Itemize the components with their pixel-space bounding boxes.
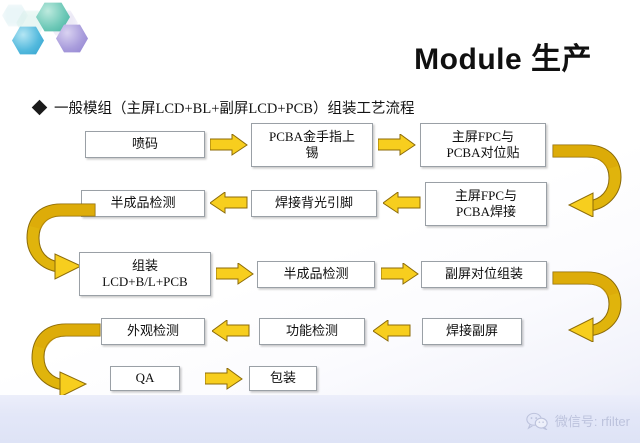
curve-left-2 [28, 318, 110, 398]
arrow-r4-2 [373, 320, 411, 342]
arrow-r5-1 [205, 368, 243, 390]
flow-box-function-inspect[interactable]: 功能检测 [259, 318, 365, 345]
arrow-r3-2 [381, 263, 419, 285]
flow-box-penma[interactable]: 喷码 [85, 131, 205, 158]
flow-box-packaging[interactable]: 包装 [249, 366, 317, 391]
flow-box-label: 包装 [269, 370, 296, 386]
subtitle-text: 一般模组（主屏LCD+BL+副屏LCD+PCB）组装工艺流程 [54, 101, 415, 117]
flow-box-label: 半成品检测 [110, 195, 176, 211]
curve-right-1 [543, 139, 625, 217]
arrow-r4-1 [212, 320, 250, 342]
slide-title: Module 生产 [414, 43, 592, 76]
flow-box-label: 焊接背光引脚 [274, 195, 353, 211]
flow-box-semi-inspect-1[interactable]: 半成品检测 [81, 190, 205, 217]
bottom-band [0, 395, 640, 443]
arrow-r1-1 [210, 134, 248, 156]
flow-box-label: 焊接副屏 [445, 323, 498, 339]
flow-box-pcba-gold-finger[interactable]: PCBA金手指上 锡 [251, 123, 373, 167]
flow-box-main-fpc-solder[interactable]: 主屏FPC与 PCBA焊接 [425, 182, 547, 226]
curve-left-1 [23, 198, 105, 280]
arrow-r1-2 [378, 134, 416, 156]
flow-box-label: 喷码 [131, 136, 158, 152]
subtitle-row: 一般模组（主屏LCD+BL+副屏LCD+PCB）组装工艺流程 [31, 97, 415, 118]
flow-box-label: 功能检测 [285, 323, 338, 339]
flow-box-label-line: PCBA焊接 [456, 204, 516, 219]
flow-box-label-line: PCBA对位贴 [446, 145, 520, 160]
curve-right-2 [545, 266, 625, 342]
flow-box-label-line: 主屏FPC与 [454, 187, 518, 203]
watermark-text: 微信号: rfilter [554, 414, 630, 429]
flow-box-assembly[interactable]: 组装 LCD+B/L+PCB [79, 252, 211, 296]
arrow-r2-1 [210, 192, 248, 214]
flow-box-label-line: 锡 [305, 145, 319, 160]
flow-box-qa[interactable]: QA [110, 366, 180, 391]
flow-box-label: 半成品检测 [283, 266, 349, 282]
flow-box-sub-screen-align[interactable]: 副屏对位组装 [421, 261, 547, 288]
footer-watermark: 微信号: rfilter [526, 411, 630, 430]
flow-box-label-line: PCBA金手指上 [269, 128, 355, 144]
flow-box-solder-sub-screen[interactable]: 焊接副屏 [422, 318, 522, 345]
flow-box-label-line: 组装 [131, 257, 158, 273]
flow-box-label: 副屏对位组装 [444, 266, 523, 282]
flow-box-label: QA [135, 370, 155, 386]
arrow-r3-1 [216, 263, 254, 285]
flow-box-label: 外观检测 [126, 323, 179, 339]
flow-box-semi-inspect-2[interactable]: 半成品检测 [257, 261, 375, 288]
flow-box-main-fpc-align[interactable]: 主屏FPC与 PCBA对位贴 [420, 123, 546, 167]
flow-box-label-line: 主屏FPC与 [451, 128, 515, 144]
flow-box-appearance-inspect[interactable]: 外观检测 [101, 318, 205, 345]
flow-box-label-line: LCD+B/L+PCB [102, 274, 188, 289]
flow-box-solder-backlight-pin[interactable]: 焊接背光引脚 [251, 190, 377, 217]
arrow-r2-2 [383, 192, 421, 214]
diamond-bullet-icon [31, 99, 48, 116]
wechat-icon [526, 412, 548, 430]
